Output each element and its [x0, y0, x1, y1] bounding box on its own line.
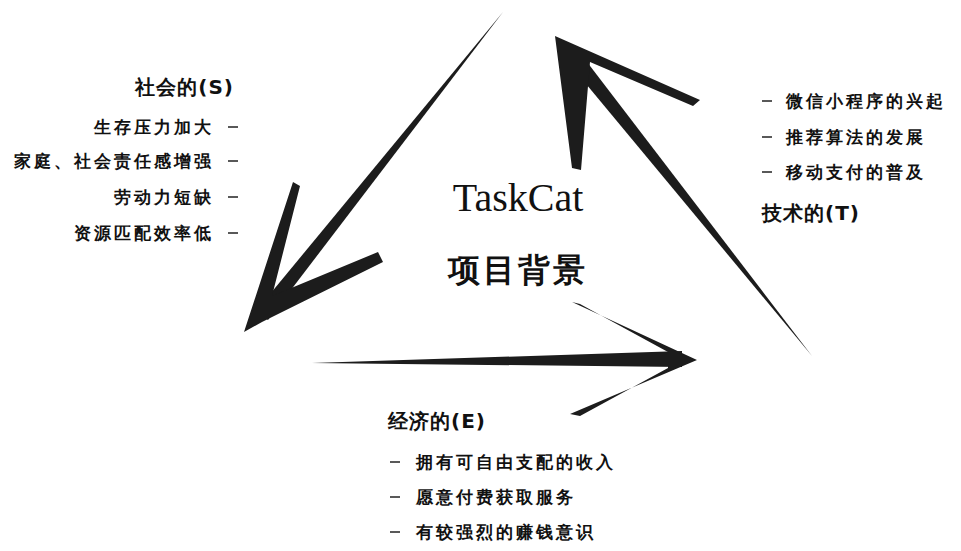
- bullet-item: 劳动力短缺: [114, 187, 214, 207]
- bullet-dash: [762, 171, 772, 173]
- bullet-dash: [390, 496, 400, 498]
- bullet-item: 有较强烈的赚钱意识: [416, 522, 596, 542]
- brush-arrow-shaft: [312, 351, 682, 367]
- bullet-dash: [390, 531, 400, 533]
- bullet-dash: [390, 461, 400, 463]
- bullet-dash: [762, 136, 772, 138]
- bullet-item: 拥有可自由支配的收入: [416, 452, 616, 472]
- bullet-item: 生存压力加大: [94, 117, 214, 137]
- bullet-item: 资源匹配效率低: [74, 223, 214, 243]
- brush-arrow-head: [555, 36, 700, 170]
- bullet-dash: [228, 160, 238, 162]
- center-title: TaskCat: [453, 174, 584, 222]
- group-heading: 社会的(S): [135, 75, 234, 99]
- group-heading: 经济的(E): [388, 409, 486, 433]
- bullet-item: 微信小程序的兴起: [786, 91, 946, 111]
- bullet-item: 移动支付的普及: [786, 162, 926, 182]
- bullet-dash: [762, 100, 772, 102]
- bullet-item: 家庭、社会责任感增强: [14, 151, 214, 171]
- bullet-dash: [228, 196, 238, 198]
- bullet-item: 愿意付费获取服务: [416, 487, 576, 507]
- brush-arrow-shaft: [562, 45, 812, 356]
- bullet-item: 推荐算法的发展: [786, 127, 926, 147]
- brush-arrow-head: [570, 302, 697, 416]
- bullet-dash: [228, 232, 238, 234]
- bullet-dash: [228, 126, 238, 128]
- center-subtitle: 项目背景: [448, 251, 588, 289]
- group-heading: 技术的(T): [762, 201, 860, 225]
- brush-arrow-head: [244, 182, 383, 332]
